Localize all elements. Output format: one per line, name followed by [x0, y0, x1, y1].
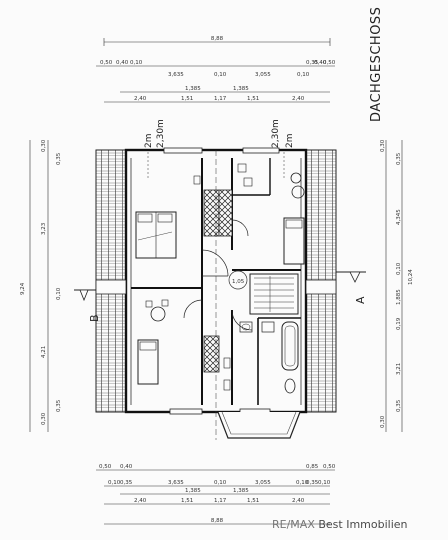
bottom-dim-1: 0,50 [99, 464, 112, 470]
right-dim-6: 0,19 [396, 317, 402, 330]
right-dim-2: 0,35 [396, 152, 402, 165]
right-dim-7: 3,21 [396, 363, 402, 375]
bottom-dim-5: 0,10 [108, 480, 121, 486]
top-dim-1: 0,50 [100, 60, 113, 66]
right-total-dim: 10,24 [408, 269, 414, 285]
top-dim-8: 0,35 [306, 60, 319, 66]
bottom-total-dim: 8,88 [211, 518, 224, 524]
door-width-label: 1,05 [232, 279, 245, 285]
watermark: RE/MAX Best Immobilien [272, 518, 408, 531]
section-a-label: A [354, 296, 367, 304]
room-height-left-1: 2m [144, 134, 154, 149]
section-marker-a: A [336, 271, 367, 304]
top-dim-11: 1,385 [185, 86, 201, 92]
section-marker-b: B [74, 289, 101, 322]
bottom-dim-13: 1,385 [185, 488, 201, 494]
bottom-dim-10: 0,10 [296, 480, 309, 486]
right-dim-9: 0,30 [380, 415, 386, 428]
left-dim-1: 0,30 [41, 139, 47, 152]
left-dim-2: 0,35 [56, 152, 62, 165]
bottom-dim-18: 1,51 [247, 498, 259, 504]
top-dim-2: 0,40 [116, 60, 129, 66]
top-dim-17: 2,40 [292, 96, 305, 102]
left-dimension-chains: 9,24 0,30 0,35 3,23 0,10 4,21 0,35 0,30 [20, 139, 62, 432]
top-dim-15: 1,17 [214, 96, 227, 102]
left-dim-7: 0,30 [41, 412, 47, 425]
top-total-dim: 8,88 [211, 36, 224, 42]
top-dim-4: 3,635 [168, 72, 184, 78]
top-dim-3: 0,10 [130, 60, 143, 66]
room-height-right-1: 2,30m [271, 119, 281, 148]
right-dim-4: 0,10 [396, 262, 402, 275]
bottom-dim-17: 1,17 [214, 498, 227, 504]
bottom-dim-9: 3,055 [255, 480, 271, 486]
furniture [135, 163, 305, 394]
top-dim-10: 0,50 [323, 60, 336, 66]
watermark-suffix: Best Immobilien [314, 518, 408, 531]
top-dim-13: 2,40 [134, 96, 147, 102]
top-dim-5: 0,10 [214, 72, 227, 78]
interior-walls [131, 158, 301, 405]
left-dim-6: 0,35 [56, 399, 62, 412]
bottom-dim-14: 1,385 [233, 488, 249, 494]
left-dim-3: 3,23 [41, 222, 47, 235]
right-dim-5: 1,885 [396, 289, 402, 305]
left-total-dim: 9,24 [20, 282, 26, 295]
right-dim-8: 0,35 [396, 399, 402, 412]
top-dim-9: 0,40 [314, 60, 327, 66]
top-dim-6: 3,055 [255, 72, 271, 78]
bottom-dim-4: 0,50 [323, 464, 336, 470]
watermark-brand: RE/MAX [272, 518, 315, 531]
right-dim-1: 0,30 [380, 139, 386, 152]
building-outline [95, 147, 337, 439]
left-dim-5: 4,21 [41, 346, 47, 358]
bottom-dim-16: 1,51 [181, 498, 193, 504]
top-dim-16: 1,51 [247, 96, 259, 102]
bottom-dim-2: 0,40 [120, 464, 133, 470]
doors [183, 219, 253, 331]
top-dim-7: 0,10 [297, 72, 310, 78]
section-b-label: B [88, 314, 101, 322]
bottom-dim-3: 0,85 [306, 464, 319, 470]
top-dim-12: 1,385 [233, 86, 249, 92]
bottom-dim-15: 2,40 [134, 498, 147, 504]
bottom-dim-11: 0,35 [306, 480, 319, 486]
room-height-right-2: 2m [285, 134, 295, 149]
room-height-left-2: 2,30m [156, 119, 166, 148]
top-dim-14: 1,51 [181, 96, 193, 102]
bottom-dim-7: 3,635 [168, 480, 184, 486]
left-dim-4: 0,10 [56, 287, 62, 300]
plan-title: DACHGESCHOSS [369, 7, 384, 122]
bottom-dimension-chains: 0,50 0,40 0,85 0,50 0,10 0,35 3,635 0,10… [96, 464, 336, 525]
bottom-dim-19: 2,40 [292, 498, 305, 504]
bottom-dim-12: 0,10 [318, 480, 331, 486]
right-dimension-chains: 10,24 0,30 0,35 4,345 0,10 1,885 0,19 3,… [380, 139, 414, 432]
stairs [228, 270, 299, 315]
bottom-dim-8: 0,10 [214, 480, 227, 486]
top-dimension-chains: 8,88 0,50 0,40 0,10 3,635 0,10 3,055 0,1… [96, 36, 336, 103]
right-dim-3: 4,345 [396, 209, 402, 225]
bottom-dim-6: 0,35 [120, 480, 133, 486]
